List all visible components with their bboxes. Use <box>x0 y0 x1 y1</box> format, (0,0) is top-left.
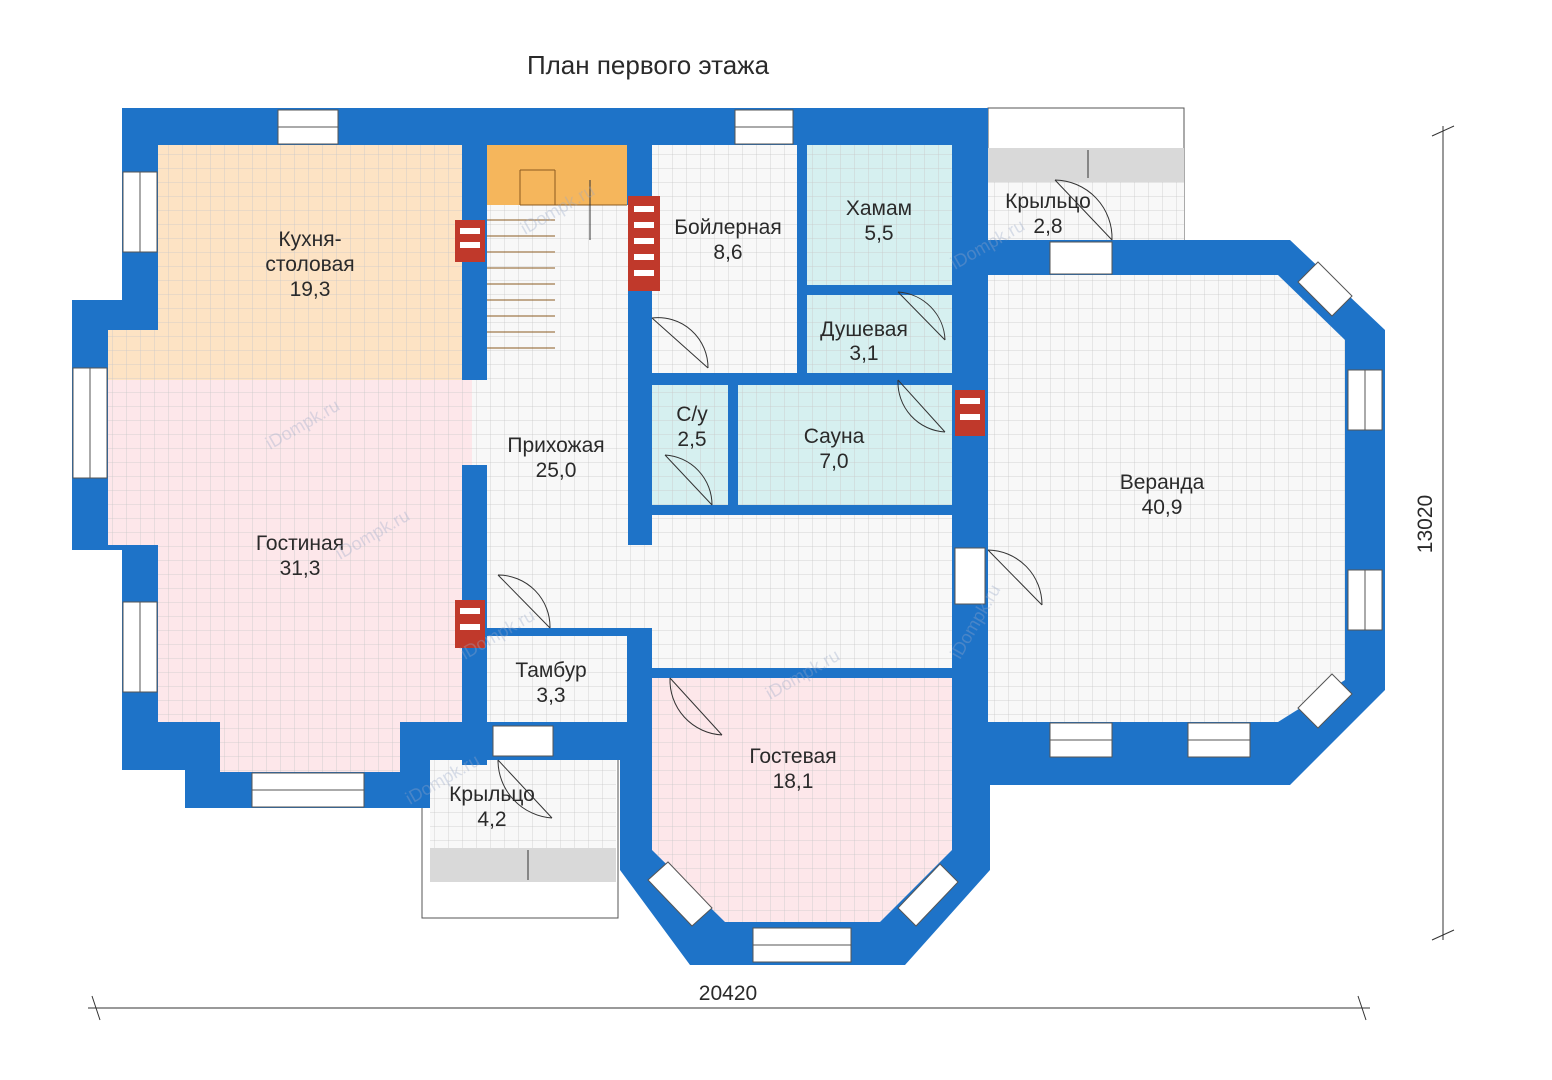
wc-area: 2,5 <box>677 428 706 451</box>
shower-label: Душевая <box>820 318 908 341</box>
porch-top-label: Крыльцо <box>1005 190 1091 213</box>
guest-label: Гостевая <box>749 745 836 768</box>
vestibule-label: Тамбур <box>515 659 586 682</box>
floor-tile-grid <box>108 145 1345 922</box>
shower-area: 3,1 <box>849 342 878 365</box>
porch-top-area: 2,8 <box>1033 215 1062 238</box>
boiler-area: 8,6 <box>713 241 742 264</box>
veranda-label: Веранда <box>1120 471 1205 494</box>
porch-bottom-platform <box>421 757 619 919</box>
height-dimension: 13020 <box>1414 495 1437 553</box>
width-dimension: 20420 <box>699 982 757 1005</box>
hamam-label: Хамам <box>846 197 912 220</box>
wc-label: С/у <box>676 403 708 426</box>
stair-treads <box>487 169 627 349</box>
hamam-area: 5,5 <box>864 222 893 245</box>
plan-title: План первого этажа <box>527 50 770 80</box>
room-labels: Кухня- столовая 19,3 Гостиная 31,3 Прихо… <box>256 190 1205 831</box>
vestibule-area: 3,3 <box>536 684 565 707</box>
guest-area: 18,1 <box>773 770 814 793</box>
kitchen-area: 19,3 <box>290 278 331 301</box>
sauna-area: 7,0 <box>819 450 848 473</box>
kitchen-label-line1: Кухня- <box>278 228 341 251</box>
porch-top-platform <box>987 107 1185 241</box>
porch-bottom-label: Крыльцо <box>449 783 535 806</box>
porch-bottom-area: 4,2 <box>477 808 506 831</box>
living-label: Гостиная <box>256 532 344 555</box>
dimension-lines <box>88 125 1455 1021</box>
boiler-label: Бойлерная <box>674 216 781 239</box>
veranda-area: 40,9 <box>1142 496 1183 519</box>
sauna-label: Сауна <box>804 425 865 448</box>
door-swings <box>497 150 1113 880</box>
kitchen-label-line2: столовая <box>265 253 354 276</box>
chimneys <box>455 196 985 648</box>
hall-label: Прихожая <box>507 434 604 457</box>
windows <box>72 109 1383 963</box>
hall-area: 25,0 <box>536 459 577 482</box>
living-area: 31,3 <box>280 557 321 580</box>
